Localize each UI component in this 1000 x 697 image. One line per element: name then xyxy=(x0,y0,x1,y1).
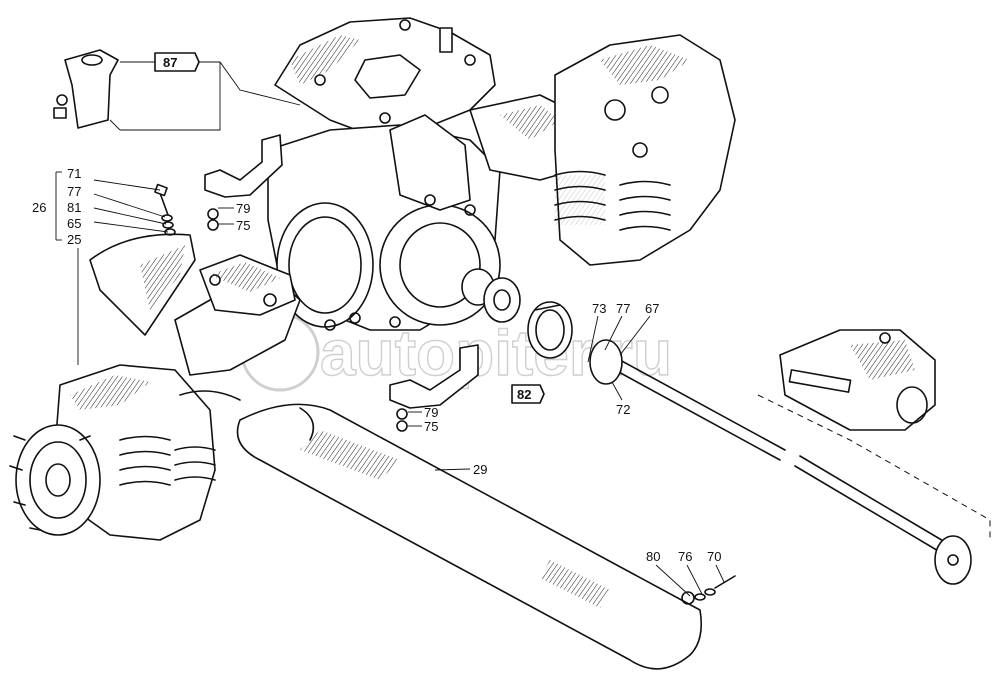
left-axle-arm xyxy=(9,254,301,541)
leader-lines xyxy=(55,61,725,597)
callout-81: 81 xyxy=(67,200,81,215)
ref-box-87: 87 xyxy=(154,52,200,72)
bump-stop-87 xyxy=(53,49,119,129)
bolt-stack-29 xyxy=(694,575,736,601)
differential-housing xyxy=(267,17,521,331)
callout-group-26: 26 71 77 81 65 25 xyxy=(32,166,81,247)
callout-76: 76 xyxy=(678,549,692,564)
callout-73: 73 xyxy=(592,301,606,316)
callout-71: 71 xyxy=(67,166,81,181)
callout-80: 80 xyxy=(646,549,660,564)
callout-77: 77 xyxy=(67,184,81,199)
callout-75-lower: 75 xyxy=(424,419,438,434)
shield-guard-25 xyxy=(89,233,196,336)
final-drive-assembly xyxy=(779,329,936,431)
ref-87-label: 87 xyxy=(163,55,177,70)
clamp-lower xyxy=(389,344,479,432)
callout-75-upper: 75 xyxy=(236,218,250,233)
right-axle-arm xyxy=(469,34,736,266)
cover-tube-29 xyxy=(236,403,703,670)
callout-77-shaft: 77 xyxy=(616,301,630,316)
ref-82-label: 82 xyxy=(517,387,531,402)
callout-79-upper: 79 xyxy=(236,201,250,216)
callout-67: 67 xyxy=(645,301,659,316)
callout-25: 25 xyxy=(67,232,81,247)
ref-box-82: 82 xyxy=(511,384,545,404)
callout-72: 72 xyxy=(616,402,630,417)
drive-shaft xyxy=(589,339,972,585)
left-suspension-spring xyxy=(119,435,216,486)
callout-26: 26 xyxy=(32,200,46,215)
bolt-stack-26 xyxy=(154,183,176,236)
callout-70: 70 xyxy=(707,549,721,564)
seal-ring-82 xyxy=(527,301,573,359)
right-suspension-spring xyxy=(554,170,671,231)
clamp-upper xyxy=(204,134,283,231)
callout-79-lower: 79 xyxy=(424,405,438,420)
callout-65: 65 xyxy=(67,216,81,231)
wheel-studs xyxy=(9,435,91,531)
callout-29: 29 xyxy=(473,462,487,477)
